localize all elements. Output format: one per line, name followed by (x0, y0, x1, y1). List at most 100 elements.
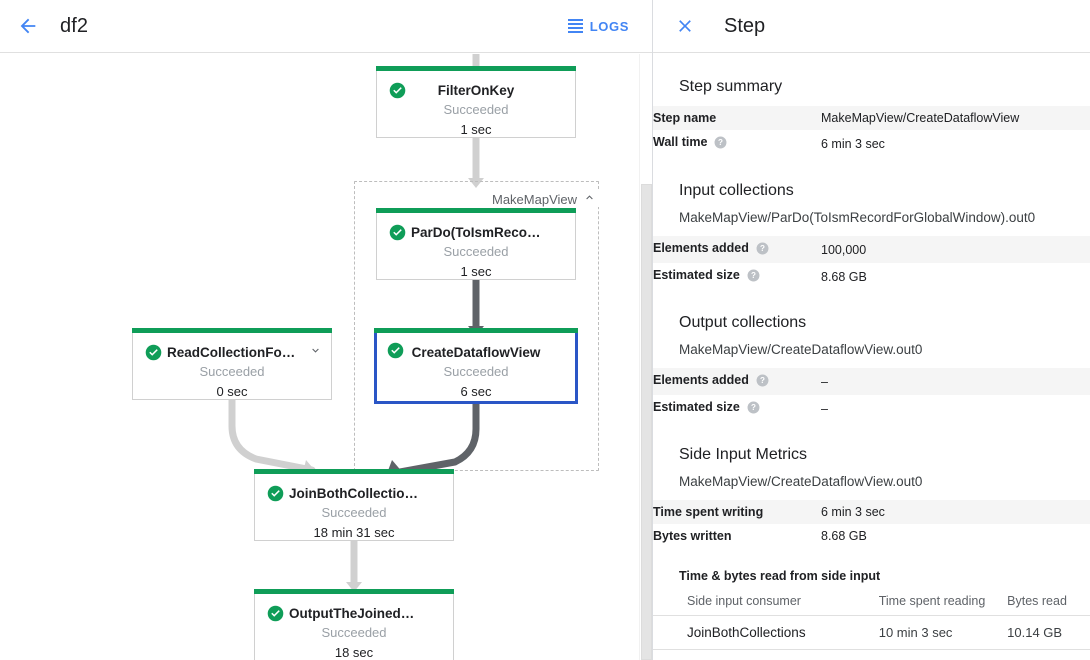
page-title: df2 (60, 14, 89, 37)
node-status-strip (376, 208, 576, 213)
check-circle-icon (267, 605, 284, 622)
row-key: Elements added? (653, 368, 821, 395)
help-circle-icon[interactable]: ? (747, 269, 760, 285)
composite-group-name: MakeMapView (492, 191, 578, 207)
graph-node-pardo-toismrecord[interactable]: ParDo(ToIsmRecordFor… Succeeded 1 sec (376, 208, 576, 282)
row-key-label: Elements added (653, 373, 749, 387)
logs-list-icon (567, 19, 583, 33)
column-header-bytes-read: Bytes read (1007, 589, 1090, 616)
node-status: Succeeded (443, 364, 509, 379)
cell-bytes-read: 10.14 GB (1007, 615, 1090, 650)
output-collection-name: MakeMapView/CreateDataflowView.out0 (679, 342, 923, 357)
node-status: Succeeded (443, 244, 509, 259)
section-heading-output-collections: Output collections (679, 314, 807, 331)
node-duration: 18 sec (334, 645, 374, 660)
row-key: Step name (653, 111, 717, 125)
output-collections-table: Elements added? – Estimated size? – (653, 368, 1090, 422)
row-value: 6 min 3 sec (821, 136, 885, 151)
row-value: 8.68 GB (821, 529, 867, 543)
job-graph-canvas[interactable]: MakeMapView FilterOnKey Succeeded 1 sec (0, 54, 652, 660)
row-key-label: Elements added (653, 241, 749, 255)
cell-time-spent-reading: 10 min 3 sec (878, 615, 1008, 650)
section-heading-step-summary: Step summary (679, 78, 783, 95)
composite-group-label[interactable]: MakeMapView (489, 191, 600, 207)
node-status-strip (254, 589, 454, 594)
composite-group-makemapview (354, 181, 599, 471)
table-row: Estimated size? 8.68 GB (653, 263, 1090, 290)
input-collections-table: Elements added? 100,000 Estimated size? … (653, 236, 1090, 290)
node-status: Succeeded (321, 505, 387, 520)
graph-node-filteronkey[interactable]: FilterOnKey Succeeded 1 sec (376, 66, 576, 140)
chevron-up-icon[interactable] (583, 191, 596, 207)
row-key-label: Wall time (653, 135, 708, 149)
step-panel-content: Step summary Step name MakeMapView/Creat… (653, 53, 1090, 659)
node-body: FilterOnKey Succeeded 1 sec (377, 71, 575, 140)
help-circle-icon[interactable]: ? (756, 374, 769, 390)
svg-text:?: ? (751, 403, 756, 412)
node-title: FilterOnKey (437, 83, 515, 98)
svg-text:?: ? (760, 376, 765, 385)
node-body: JoinBothCollections Succeeded 18 min 31 … (255, 474, 453, 543)
node-title: CreateDataflowView (411, 345, 541, 360)
graph-scrollbar[interactable] (639, 54, 652, 660)
table-row: Time spent writing 6 min 3 sec (653, 500, 1090, 524)
row-key: Estimated size? (653, 263, 821, 290)
check-circle-icon (387, 342, 404, 359)
arrow-back-icon[interactable] (8, 6, 48, 46)
table-row: Bytes written 8.68 GB (653, 524, 1090, 548)
node-status: Succeeded (443, 102, 509, 117)
row-value: – (821, 374, 828, 389)
svg-text:?: ? (751, 271, 756, 280)
table-header-row: Side input consumer Time spent reading B… (653, 589, 1090, 616)
step-panel-title: Step (724, 14, 766, 37)
logs-button-label: LOGS (589, 18, 629, 34)
node-body: ParDo(ToIsmRecordFor… Succeeded 1 sec (377, 213, 575, 282)
node-duration: 6 sec (460, 384, 492, 399)
graph-node-outputthejoinedcollection[interactable]: OutputTheJoinedCollec… Succeeded 18 sec (254, 589, 454, 660)
check-circle-icon (389, 224, 406, 241)
row-value: 8.68 GB (821, 269, 867, 284)
row-key: Time spent writing (653, 505, 764, 519)
row-value: MakeMapView/CreateDataflowView (821, 111, 1020, 125)
node-status: Succeeded (199, 364, 265, 379)
side-input-metrics-table: Time spent writing 6 min 3 sec Bytes wri… (653, 500, 1090, 548)
node-title: ParDo(ToIsmRecordFor… (411, 225, 575, 240)
node-title: OutputTheJoinedCollec… (289, 606, 453, 621)
svg-text:?: ? (718, 138, 723, 147)
node-duration: 1 sec (460, 122, 492, 137)
check-circle-icon (267, 485, 284, 502)
row-key: Bytes written (653, 529, 732, 543)
row-value: 6 min 3 sec (821, 505, 885, 519)
help-circle-icon[interactable]: ? (756, 242, 769, 258)
section-heading-input-collections: Input collections (679, 182, 794, 199)
logs-button[interactable]: LOGS (562, 13, 635, 40)
node-title: JoinBothCollections (289, 486, 421, 501)
table-row: Estimated size? – (653, 395, 1090, 422)
help-circle-icon[interactable]: ? (714, 136, 727, 152)
graph-node-joinbothcollections[interactable]: JoinBothCollections Succeeded 18 min 31 … (254, 469, 454, 543)
node-duration: 18 min 31 sec (313, 525, 395, 540)
node-duration: 1 sec (460, 264, 492, 279)
table-row: Step name MakeMapView/CreateDataflowView (653, 106, 1090, 130)
graph-scrollbar-thumb[interactable] (641, 184, 652, 660)
check-circle-icon (389, 82, 406, 99)
svg-text:?: ? (760, 244, 765, 253)
node-status-strip (132, 328, 332, 333)
graph-node-readcollectionforjoin[interactable]: ReadCollectionForJoin Succeeded 0 sec (132, 328, 332, 402)
cell-side-input-consumer: JoinBothCollections (653, 615, 879, 650)
row-key-label: Estimated size (653, 400, 740, 414)
graph-node-createdataflowview[interactable]: CreateDataflowView Succeeded 6 sec (374, 328, 578, 404)
check-circle-icon (145, 344, 162, 361)
table-row: Elements added? 100,000 (653, 236, 1090, 263)
node-duration: 0 sec (216, 384, 248, 399)
chevron-down-icon[interactable] (309, 344, 322, 362)
step-panel-header: Step (653, 0, 1090, 53)
help-circle-icon[interactable]: ? (747, 401, 760, 417)
row-key: Wall time? (653, 130, 821, 157)
row-key: Elements added? (653, 236, 821, 263)
top-app-bar: df2 LOGS (0, 0, 652, 53)
close-icon[interactable] (665, 6, 705, 46)
node-body: ReadCollectionForJoin Succeeded 0 sec (133, 333, 331, 402)
column-header-side-input-consumer: Side input consumer (653, 589, 879, 616)
node-body: CreateDataflowView Succeeded 6 sec (377, 333, 575, 402)
